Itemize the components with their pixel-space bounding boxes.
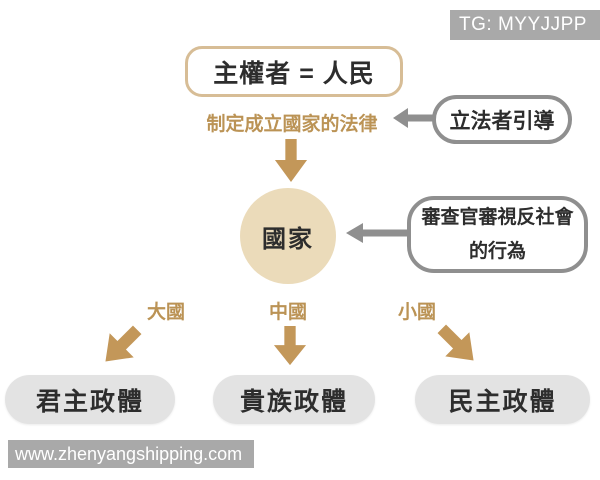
branch-label-big-state: 大國: [146, 302, 185, 323]
arrow-left-icon: [346, 223, 408, 243]
branch-label-middle-state: 中國: [268, 302, 307, 323]
government-type-democracy: 民主政體: [415, 375, 590, 424]
law-caption: 制定成立國家的法律: [206, 114, 378, 135]
state-circle: 國家: [240, 188, 336, 284]
arrow-down-right-icon: [429, 316, 487, 374]
censor-note-line1: 審查官審視反社會: [421, 207, 574, 229]
branch-label-small-state: 小國: [397, 302, 436, 323]
arrow-down-icon: [273, 326, 307, 366]
censor-note-line2: 的行為: [468, 240, 526, 262]
legislator-note-bubble: 立法者引導: [432, 95, 572, 144]
censor-note-bubble: 審查官審視反社會 的行為: [407, 196, 588, 273]
tg-watermark-badge: TG: MYYJJPP: [450, 10, 600, 40]
arrow-left-icon: [393, 108, 433, 128]
sovereign-people-box: 主權者 = 人民: [185, 46, 403, 97]
government-type-aristocracy: 貴族政體: [213, 375, 375, 424]
site-watermark: www.zhenyangshipping.com: [8, 440, 254, 468]
arrow-down-left-icon: [92, 317, 150, 375]
arrow-down-icon: [274, 139, 308, 183]
government-type-monarchy: 君主政體: [5, 375, 175, 424]
